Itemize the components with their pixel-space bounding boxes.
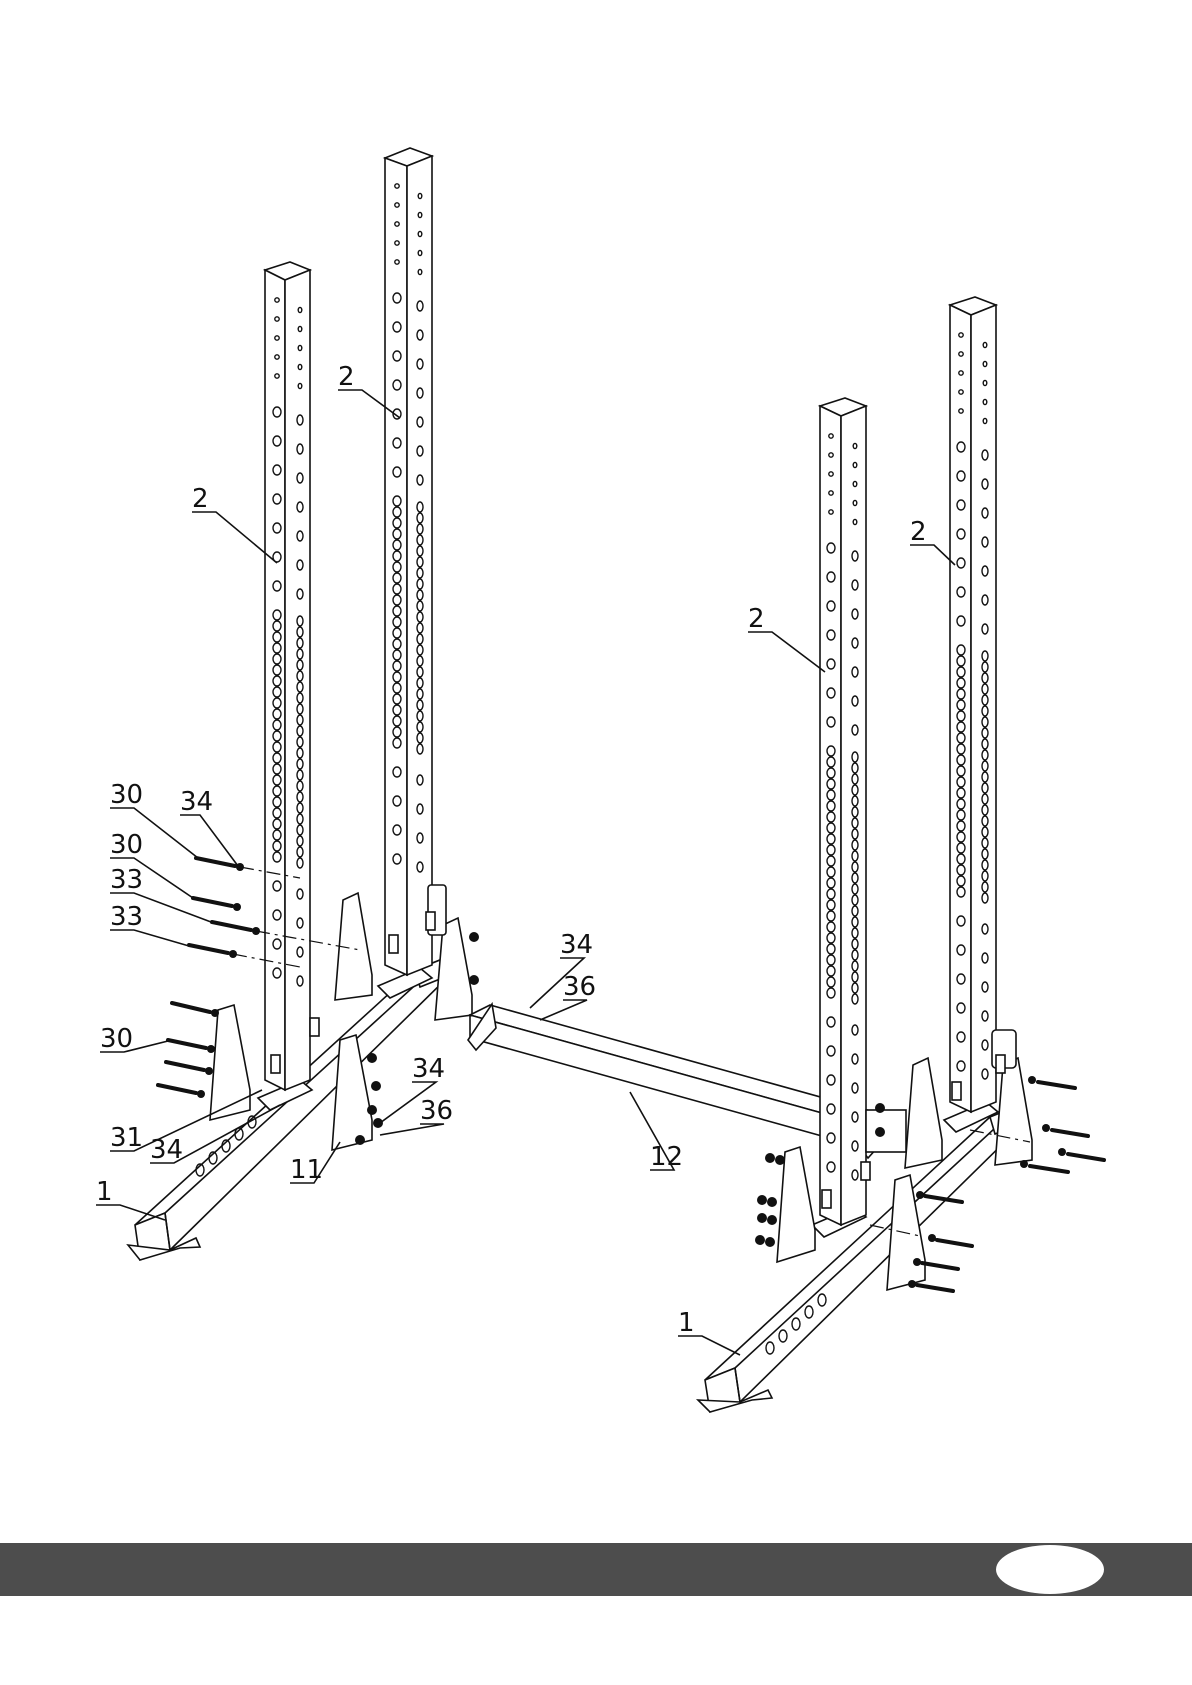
callout-part-31: 31 [110, 1123, 143, 1153]
callout-part-34: 34 [180, 787, 213, 817]
assembly-diagram: 2 2 2 2 30 34 30 33 33 30 31 34 11 34 36… [0, 0, 1192, 1540]
callout-part-1: 1 [678, 1308, 695, 1338]
upright-left-back [385, 148, 432, 975]
callout-part-2: 2 [748, 604, 765, 634]
gusset-plate [210, 1005, 250, 1120]
callout-part-30: 30 [100, 1024, 133, 1054]
callout-part-34: 34 [560, 930, 593, 960]
callout-part-36: 36 [420, 1096, 453, 1126]
callout-part-11: 11 [290, 1155, 323, 1185]
gusset-plate [777, 1147, 815, 1262]
callout-part-2: 2 [910, 517, 927, 547]
callout-part-12: 12 [650, 1142, 683, 1172]
gusset-plate [905, 1058, 942, 1168]
gusset-plate [995, 1058, 1032, 1165]
callout-part-33: 33 [110, 902, 143, 932]
callout-part-2: 2 [192, 484, 209, 514]
callout-part-30: 30 [110, 780, 143, 810]
page-number-badge [996, 1545, 1104, 1594]
callout-part-1: 1 [96, 1177, 113, 1207]
callout-part-34: 34 [150, 1135, 183, 1165]
callout-part-33: 33 [110, 865, 143, 895]
cross-member-bracket [866, 1110, 906, 1152]
callout-part-30: 30 [110, 830, 143, 860]
callout-part-34: 34 [412, 1054, 445, 1084]
callout-part-36: 36 [563, 972, 596, 1002]
callout-part-2: 2 [338, 362, 355, 392]
upright-right-front [820, 398, 866, 1225]
